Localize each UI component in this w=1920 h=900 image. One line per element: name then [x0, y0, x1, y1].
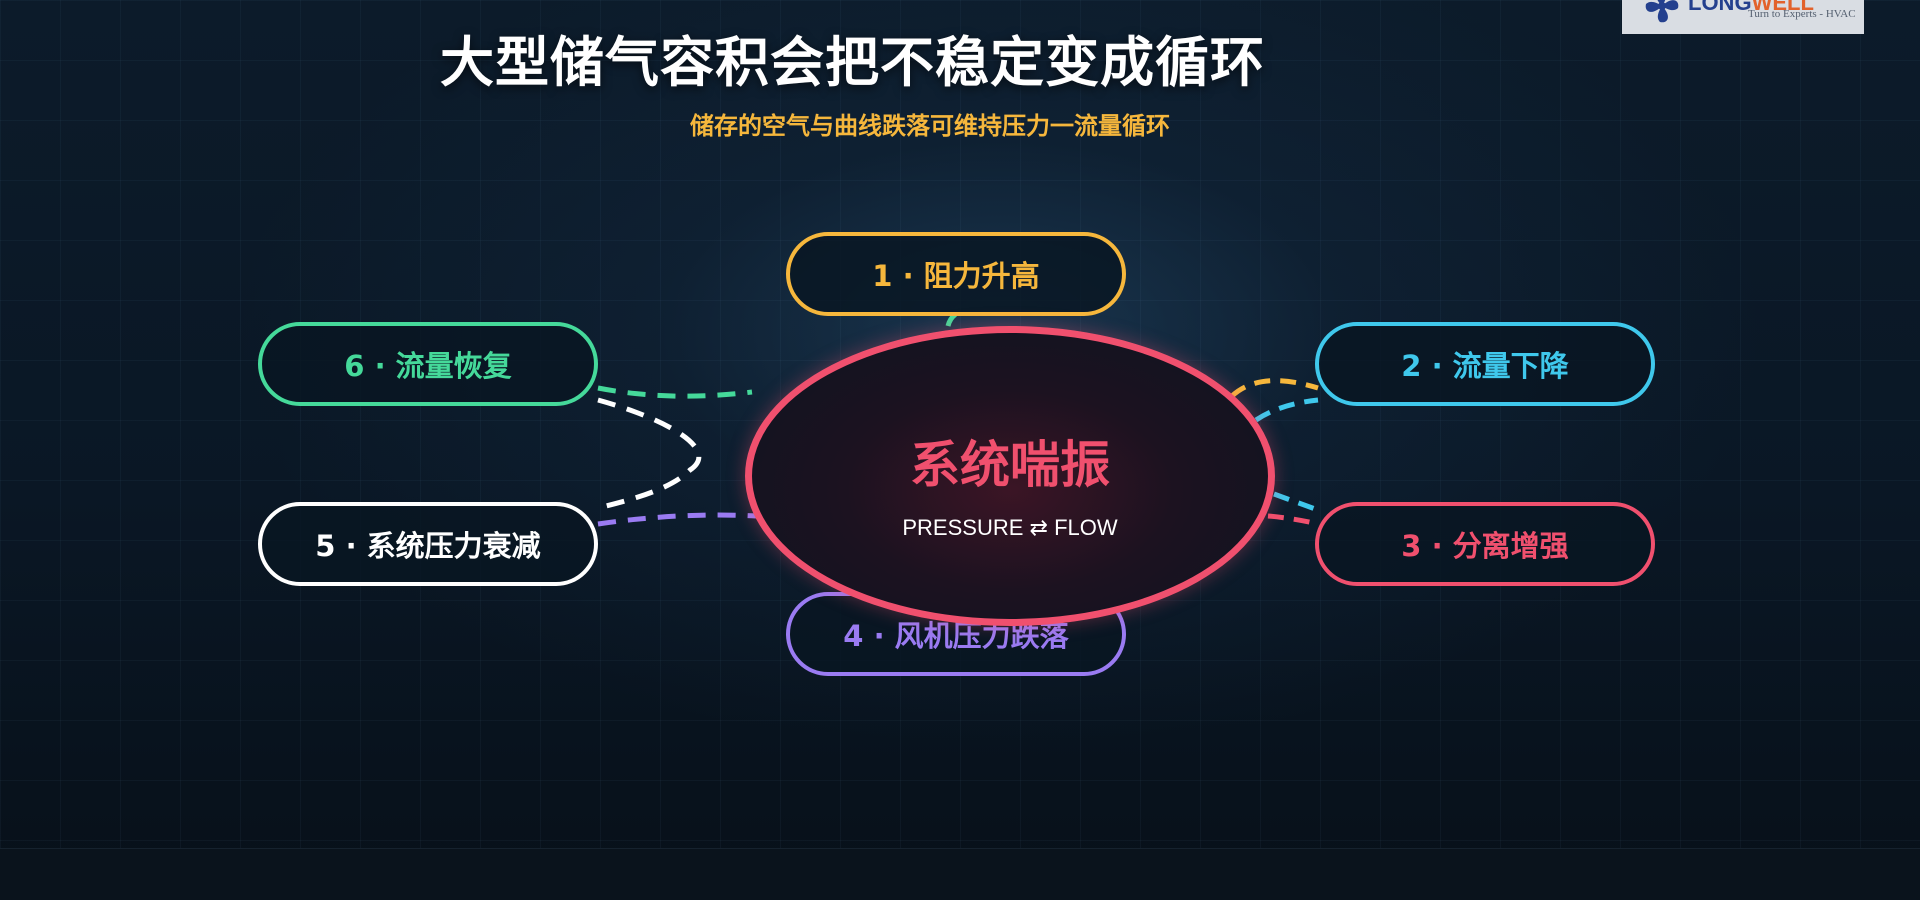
logo-brand-main: LONG [1688, 0, 1752, 15]
cycle-step-6-label: 6 · 流量恢复 [344, 349, 512, 383]
cycle-step-3-label: 3 · 分离增强 [1401, 529, 1569, 563]
center-subtitle: PRESSURE ⇄ FLOW [902, 515, 1118, 540]
logo-brand-accent: WELL [1751, 0, 1814, 15]
connector-5-to-6 [597, 397, 702, 511]
connector-center-to-2 [1230, 378, 1319, 398]
logo-tagline: Turn to Experts - HVAC [1748, 8, 1856, 20]
fan-icon [1645, 0, 1679, 23]
slide-title: 大型储气容积会把不稳定变成循环 [440, 31, 1265, 94]
cycle-step-4: 4 · 风机压力跌落 [786, 592, 1126, 676]
cycle-step-2: 2 · 流量下降 [1315, 322, 1655, 406]
connector-6-to-center [597, 385, 753, 399]
cycle-step-3: 3 · 分离增强 [1315, 502, 1655, 586]
cycle-step-1: 1 · 阻力升高 [786, 232, 1126, 316]
cycle-step-2-label: 2 · 流量下降 [1401, 349, 1569, 383]
slide-subtitle: 储存的空气与曲线跌落可维持压力一流量循环 [690, 112, 1170, 140]
connector-3-link [1267, 513, 1319, 527]
connector-center-to-3 [1273, 491, 1319, 513]
company-logo: LONGWELL Turn to Experts - HVAC [1622, 0, 1864, 34]
cycle-step-1-label: 1 · 阻力升高 [872, 259, 1040, 293]
center-surge-ellipse: 系统喘振 PRESSURE ⇄ FLOW [745, 326, 1275, 626]
footer-band [0, 848, 1920, 900]
center-title: 系统喘振 [910, 436, 1110, 494]
cycle-step-5: 5 · 系统压力衰减 [258, 502, 598, 586]
cycle-step-6: 6 · 流量恢复 [258, 322, 598, 406]
logo-wordmark: LONGWELL [1688, 0, 1814, 16]
connector-2-to-3 [1254, 397, 1319, 423]
cycle-step-5-label: 5 · 系统压力衰减 [315, 529, 541, 563]
connector-4-to-5 [597, 512, 757, 527]
